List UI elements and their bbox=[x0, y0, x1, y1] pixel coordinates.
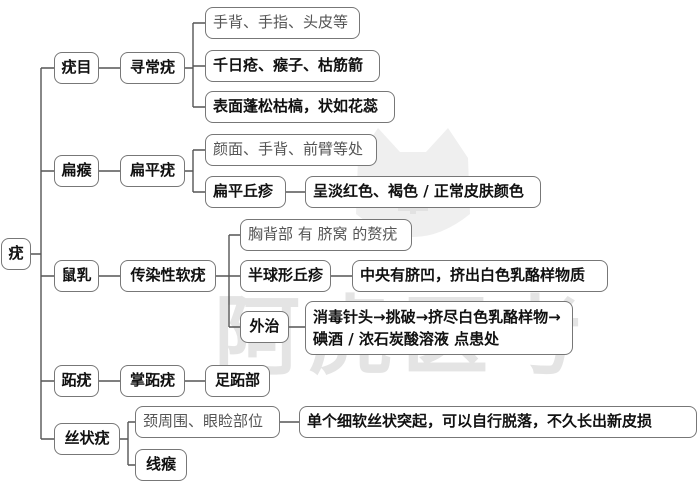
root-wart-node: 疣 bbox=[1, 238, 31, 270]
molluscum-site-node: 胸背部 有 脐窝 的赘疣 bbox=[240, 219, 412, 251]
common-wart-site-node: 手背、手指、头皮等 bbox=[205, 7, 360, 39]
flat-papule-node: 扁平丘疹 bbox=[205, 176, 286, 208]
subtype-verruca-vulgaris-node: 寻常疣 bbox=[120, 52, 185, 84]
wart-type-molluscum-node: 鼠乳 bbox=[54, 260, 99, 292]
filiform-site-node: 颈周围、眼睑部位 bbox=[135, 406, 280, 438]
subtype-palmoplantar-node: 掌跖疣 bbox=[120, 365, 185, 397]
molluscum-description-node: 中央有脐凹，挤出白色乳酪样物质 bbox=[352, 260, 608, 292]
wart-type-common-node: 疣目 bbox=[54, 52, 99, 84]
common-wart-aliases-node: 千日疮、瘊子、枯筋箭 bbox=[205, 50, 380, 82]
flat-wart-color-node: 呈淡红色、褐色 / 正常皮肤颜色 bbox=[305, 176, 541, 208]
molluscum-treatment-steps-node: 消毒针头→挑破→挤尽白色乳酪样物→碘酒 / 浓石炭酸溶液 点患处 bbox=[305, 301, 573, 355]
common-wart-appearance-node: 表面蓬松枯槁，状如花蕊 bbox=[205, 91, 395, 123]
filiform-description-node: 单个细软丝状突起，可以自行脱落，不久长出新皮损 bbox=[299, 406, 697, 438]
wart-type-flat-node: 扁瘊 bbox=[54, 155, 99, 187]
filiform-alias-node: 线瘊 bbox=[135, 449, 187, 481]
wart-type-filiform-node: 丝状疣 bbox=[54, 423, 120, 455]
subtype-verruca-plana-node: 扁平疣 bbox=[120, 155, 185, 187]
external-treatment-node: 外治 bbox=[240, 311, 289, 343]
flat-wart-site-node: 颜面、手背、前臂等处 bbox=[205, 134, 377, 166]
subtype-molluscum-contagiosum-node: 传染性软疣 bbox=[120, 260, 216, 292]
plantar-site-node: 足跖部 bbox=[205, 365, 270, 397]
wart-type-plantar-node: 跖疣 bbox=[54, 365, 99, 397]
hemispherical-papule-node: 半球形丘疹 bbox=[240, 260, 331, 292]
